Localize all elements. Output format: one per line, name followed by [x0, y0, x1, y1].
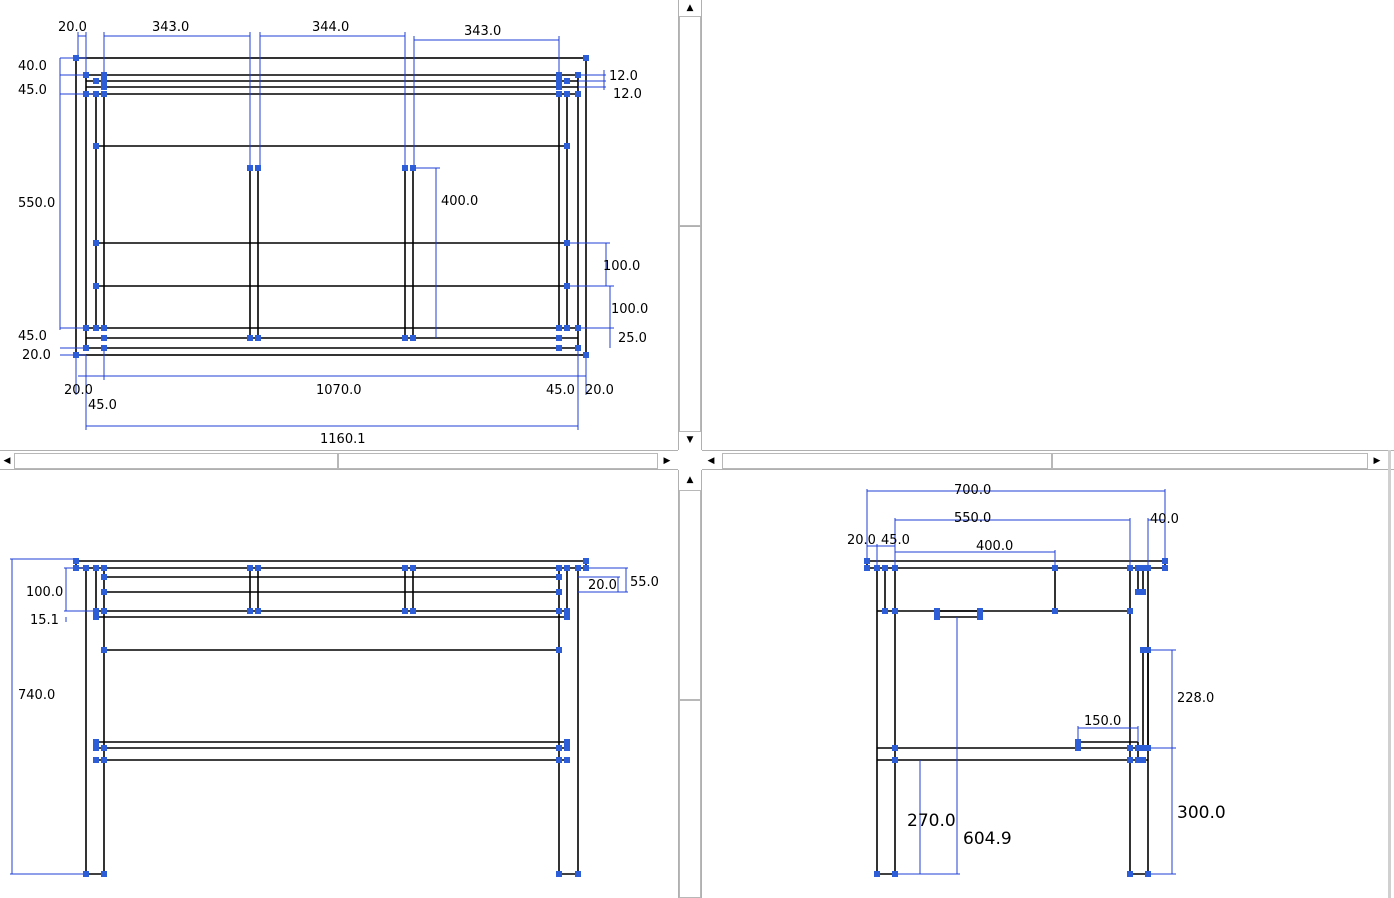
- dim-label: 45.0: [546, 383, 575, 398]
- dim-label: 45.0: [881, 533, 910, 548]
- dim-label: 20.0: [585, 383, 614, 398]
- scroll-right-icon: ▶: [1373, 456, 1381, 466]
- dim-label: 1070.0: [316, 383, 362, 398]
- dim-label: 20.0: [58, 20, 87, 35]
- front-view-vertical-scrollbar[interactable]: ▲: [678, 470, 702, 898]
- scroll-up-button[interactable]: ▲: [680, 0, 700, 16]
- dim-label: 604.9: [963, 829, 1012, 849]
- dim-label: 45.0: [18, 83, 47, 98]
- dim-label: 550.0: [18, 196, 55, 211]
- window-edge: [1388, 450, 1391, 898]
- side-view-drawing: 700.0 550.0 400.0 20.0 45.0 40.0 228.0 1…: [847, 483, 1226, 877]
- dim-label: 25.0: [618, 331, 647, 346]
- dim-label: 15.1: [30, 613, 59, 628]
- scroll-left-icon: ◀: [3, 456, 11, 466]
- dim-label: 1160.1: [320, 432, 366, 447]
- dim-label: 228.0: [1177, 691, 1214, 706]
- scroll-thumb[interactable]: [679, 16, 701, 226]
- dim-label: 100.0: [603, 259, 640, 274]
- dim-label: 300.0: [1177, 803, 1226, 823]
- dim-label: 45.0: [88, 398, 117, 413]
- scroll-thumb[interactable]: [679, 490, 701, 700]
- tabletop-outline: [75, 57, 587, 356]
- scroll-up-button[interactable]: ▲: [680, 472, 700, 488]
- handle-points: [864, 558, 1168, 877]
- scroll-right-button[interactable]: ▶: [660, 453, 674, 469]
- scroll-track[interactable]: [1052, 453, 1368, 469]
- scroll-thumb[interactable]: [722, 453, 1052, 469]
- scroll-track[interactable]: [679, 700, 701, 898]
- 3d-view-horizontal-scrollbar[interactable]: ◀ ▶: [702, 450, 1394, 470]
- front-view-viewport[interactable]: 100.0 15.1 740.0 55.0 20.0: [0, 470, 678, 898]
- dim-label: 40.0: [1150, 512, 1179, 527]
- dim-label: 40.0: [18, 59, 47, 74]
- scroll-track[interactable]: [338, 453, 658, 469]
- dim-label: 55.0: [630, 575, 659, 590]
- scroll-left-icon: ◀: [707, 456, 715, 466]
- scroll-down-icon: ▼: [686, 435, 694, 445]
- scroll-up-icon: ▲: [686, 475, 694, 485]
- dim-label: 343.0: [464, 24, 501, 39]
- dim-label: 740.0: [18, 688, 55, 703]
- dim-label: 150.0: [1084, 714, 1121, 729]
- dim-label: 12.0: [609, 69, 638, 84]
- dim-label: 270.0: [907, 811, 956, 831]
- 3d-view-viewport[interactable]: [702, 0, 1394, 450]
- dim-label: 20.0: [847, 533, 876, 548]
- dim-label: 700.0: [954, 483, 991, 498]
- scroll-down-button[interactable]: ▼: [680, 432, 700, 448]
- dim-label: 400.0: [441, 194, 478, 209]
- dim-label: 344.0: [312, 20, 349, 35]
- handle-points: [73, 55, 589, 358]
- dim-label: 45.0: [18, 329, 47, 344]
- side-view-viewport[interactable]: 700.0 550.0 400.0 20.0 45.0 40.0 228.0 1…: [702, 470, 1388, 898]
- dim-label: 20.0: [22, 348, 51, 363]
- dim-label: 100.0: [611, 302, 648, 317]
- top-view-drawing: 20.0 343.0 344.0 343.0 40.0 45.0 12.0 12…: [18, 20, 648, 447]
- dimension-lines: [10, 558, 628, 875]
- dim-label: 550.0: [954, 511, 991, 526]
- handle-points: [73, 558, 589, 877]
- front-view-drawing: 100.0 15.1 740.0 55.0 20.0: [10, 558, 659, 877]
- scroll-left-button[interactable]: ◀: [704, 453, 718, 469]
- scroll-up-icon: ▲: [686, 3, 694, 13]
- scroll-right-icon: ▶: [663, 456, 671, 466]
- dim-label: 343.0: [152, 20, 189, 35]
- dim-label: 20.0: [588, 578, 617, 593]
- dim-label: 20.0: [64, 383, 93, 398]
- scroll-track[interactable]: [679, 226, 701, 432]
- dimension-lines: [59, 32, 614, 430]
- dim-label: 100.0: [26, 585, 63, 600]
- top-view-vertical-scrollbar[interactable]: ▲ ▼: [678, 0, 702, 450]
- top-view-viewport[interactable]: 20.0 343.0 344.0 343.0 40.0 45.0 12.0 12…: [0, 0, 678, 450]
- dim-label: 12.0: [613, 87, 642, 102]
- scroll-thumb[interactable]: [14, 453, 338, 469]
- scroll-right-button[interactable]: ▶: [1370, 453, 1384, 469]
- scroll-left-button[interactable]: ◀: [0, 453, 14, 469]
- top-view-horizontal-scrollbar[interactable]: ◀ ▶: [0, 450, 678, 470]
- dim-label: 400.0: [976, 539, 1013, 554]
